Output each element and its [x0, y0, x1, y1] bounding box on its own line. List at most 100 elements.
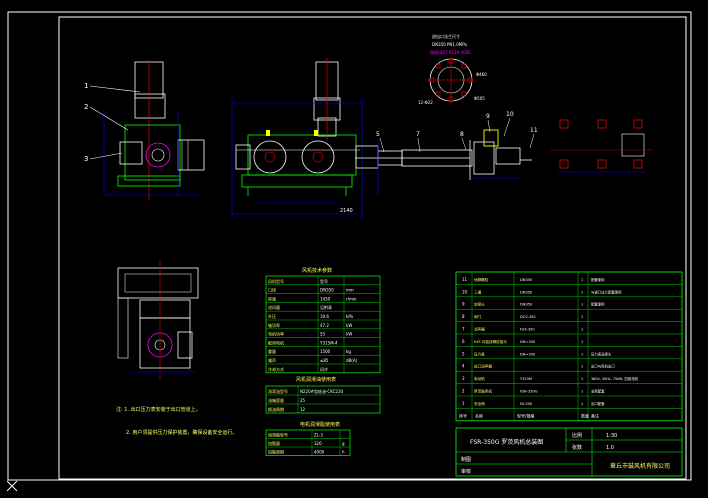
parts-row-number: 10: [462, 289, 468, 294]
parts-row-number: 2: [462, 389, 465, 394]
parts-row-qty: 1: [581, 315, 583, 319]
title-block: [455, 427, 683, 477]
parts-row-name: 罗茨鼓风机: [474, 389, 492, 394]
scale-label: 比例: [572, 432, 582, 439]
parts-row-note: 与进口法兰配套使用: [591, 289, 622, 294]
flange-dim-label: 12-Φ22: [418, 100, 433, 105]
parts-row-name: 阀门: [474, 314, 482, 319]
table-key: 加脂周期: [268, 449, 284, 455]
parts-row-name: 安全阀: [474, 401, 485, 406]
table-value: 型号: [320, 278, 328, 284]
flange-title: 进出口法兰尺寸: [432, 33, 460, 39]
drafted-label: 制图: [461, 456, 471, 463]
table-value: N220#齿轮油-CKC220: [300, 388, 344, 394]
table-unit: kg: [346, 349, 351, 354]
table-value: 47.2: [320, 323, 329, 328]
flange-detail: [426, 55, 476, 105]
outer-frame: [7, 11, 692, 481]
parts-row-qty: 1: [581, 328, 583, 332]
table-value: 1500: [320, 349, 331, 354]
parts-row-number: 4: [462, 364, 465, 369]
table-key: 润滑油型号: [268, 388, 288, 394]
parts-row-name: 电动机: [474, 376, 485, 381]
parts-row-name: 压力表: [474, 351, 485, 356]
front-view-assembly: [231, 58, 363, 220]
note-line-1: 注: 1. 出口压力表安装于出口管道上。: [116, 406, 201, 413]
callout-label: 7: [416, 131, 420, 138]
table2-heading: 风机润滑油使用表: [296, 376, 336, 383]
table-unit: h: [342, 450, 345, 455]
parts-footer-label: 型号/规格: [517, 412, 534, 418]
table-value: DN350: [320, 288, 334, 293]
parts-row-model: Y315M: [520, 377, 532, 381]
table-unit: mm: [346, 288, 354, 293]
parts-footer-label: 名称: [475, 412, 483, 418]
parts-row-name: 进口消声器: [474, 364, 492, 369]
table-key: 升压: [268, 313, 276, 319]
ucs-icon: [6, 480, 18, 492]
company-name: 章丘市鼓风机有限公司: [610, 462, 670, 470]
inner-frame: [58, 16, 687, 480]
table-key: 加脂量: [268, 440, 280, 446]
table-key: 配用电机: [268, 339, 284, 345]
table-value: 4000: [314, 450, 325, 455]
callout-label: 9: [486, 113, 490, 120]
table-key: 轴功率: [268, 322, 280, 328]
table-key: 电机功率: [268, 331, 284, 337]
parts-row-qty: 1: [581, 402, 583, 406]
table-value: 1450: [320, 296, 331, 301]
callout-label: 10: [506, 111, 514, 118]
parts-footer-label: 序号: [459, 412, 467, 418]
table-key: 润滑脂型号: [268, 432, 288, 438]
callout-label: 2: [84, 103, 88, 111]
parts-row-qty: 1: [581, 340, 583, 344]
table-value: 55: [320, 332, 326, 337]
table-unit: kPa: [346, 314, 354, 319]
table-value: ≤85: [320, 358, 329, 363]
table-key: 进风量: [268, 304, 280, 310]
parts-row-note: 配套使用: [591, 302, 605, 307]
parts-row-model: DN350: [520, 303, 533, 307]
flange-spec: DN350 PN1.0MPa: [432, 42, 467, 47]
table-value: 320: [314, 441, 322, 446]
sheet-value: 1.0: [606, 445, 614, 451]
table-key: 冷却方式: [268, 366, 284, 372]
flange-standard: 按照GB/T 9119-2000: [430, 49, 471, 55]
parts-row-name: 三通: [474, 289, 482, 294]
parts-row-number: 6: [462, 339, 465, 344]
table-key: 风机型号: [268, 278, 284, 284]
table-unit: dB(A): [346, 358, 358, 363]
table-unit: kW: [346, 323, 352, 328]
parts-row-note: 380V, 50Hz, 75kW, 四极电机: [591, 376, 639, 381]
table-value: Y315M-4: [319, 340, 338, 345]
callout-label: 8: [460, 131, 464, 138]
foundation-plan: [550, 119, 652, 173]
parts-row-number: 8: [462, 314, 465, 319]
parts-row-model: DN=350: [520, 340, 536, 344]
table-unit: kW: [346, 332, 352, 337]
parts-row-qty: 1: [581, 278, 583, 282]
callout-label: 3: [84, 155, 88, 163]
sheet-label: 张数: [572, 444, 582, 451]
callout-label: 5: [376, 131, 380, 138]
table-value: 19.6: [320, 314, 329, 319]
table-key: 口径: [268, 287, 276, 293]
parts-row-qty: 1: [581, 377, 583, 381]
table-unit: r/min: [346, 296, 357, 301]
parts-row-model: FSX-350: [520, 328, 535, 332]
note-line-2: 2. 用户须提供压力保护装置，确保设备安全运行。: [126, 429, 237, 436]
parts-row-qty: 1: [581, 303, 583, 307]
plan-view-assembly: [117, 260, 199, 380]
parts-row-number: 5: [462, 351, 465, 356]
parts-row-model: DN=350: [520, 352, 536, 356]
checked-label: 审核: [461, 468, 471, 475]
parts-row-qty: 1: [581, 290, 583, 294]
table-key: 重量: [268, 348, 276, 354]
parts-row-name: 软接头: [474, 302, 485, 307]
flange-dim-label: Φ460: [476, 72, 487, 77]
